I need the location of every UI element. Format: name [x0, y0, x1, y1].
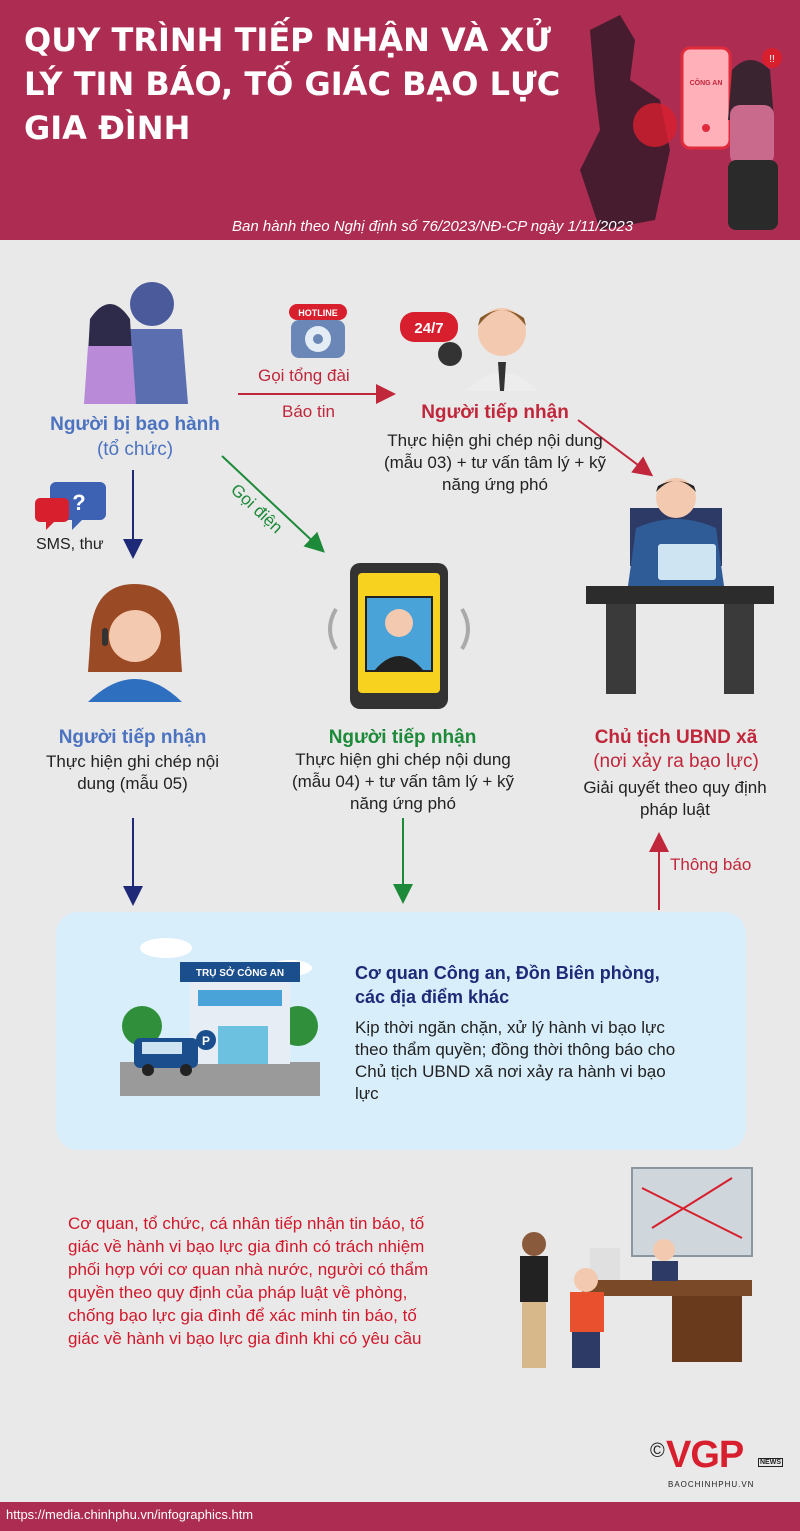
chairman-desk-illustration — [586, 478, 774, 694]
notify-arrow-label: Thông báo — [670, 855, 752, 874]
hotline-badge: HOTLINE — [298, 308, 338, 318]
sms-chat-icon: ? — [35, 482, 106, 530]
vgp-logo: © VGP NEWS BAOCHINHPHU.VN — [650, 1434, 783, 1496]
sms-label: SMS, thư — [36, 536, 104, 553]
police-desc: Kịp thời ngăn chặn, xử lý hành vi bạo lự… — [355, 1018, 676, 1103]
hotline-receiver-desc: Thực hiện ghi chép nội dung (mẫu 03) + t… — [383, 431, 607, 494]
victim-label: Người bị bạo hành — [50, 414, 220, 435]
header-banner: CÔNG AN !! QUY TRÌNH TIẾP NHẬN VÀ XỬ LÝ … — [0, 0, 800, 240]
header-illustration: CÔNG AN !! — [580, 15, 782, 230]
phone-screen-label: CÔNG AN — [690, 78, 723, 87]
chairman-sub-label: (nơi xảy ra bạo lực) — [593, 751, 759, 772]
parking-sign: P — [202, 1034, 210, 1048]
news-badge: NEWS — [758, 1458, 783, 1467]
hotline-arrow-label: Gọi tổng đài — [258, 366, 350, 385]
footer-bar — [0, 1502, 800, 1531]
footer-url: https://media.chinhphu.vn/infographics.h… — [6, 1507, 254, 1522]
police-station-illustration: TRỤ SỞ CÔNG AN P — [120, 938, 320, 1096]
page-subtitle: Ban hành theo Nghị định số 76/2023/NĐ-CP… — [232, 218, 634, 235]
chairman-desc: Giải quyết theo quy định pháp luật — [583, 778, 767, 819]
call-receiver-desc: Thực hiện ghi chép nội dung (mẫu 04) + t… — [291, 750, 515, 813]
call-receiver-phone-illustration — [328, 563, 470, 709]
sms-receiver-label: Người tiếp nhận — [58, 727, 207, 748]
arrow-to-chairman — [577, 419, 654, 477]
page-title: QUY TRÌNH TIẾP NHẬN VÀ XỬ LÝ TIN BÁO, TỐ… — [24, 21, 561, 147]
call-receiver-label: Người tiếp nhận — [328, 727, 477, 748]
hotline-receiver-label: Người tiếp nhận — [421, 402, 569, 423]
victim-sub-label: (tổ chức) — [96, 439, 174, 460]
vgp-brand: VGP — [666, 1434, 744, 1476]
hotline-phone-icon: HOTLINE — [289, 304, 347, 358]
site-name: BAOCHINHPHU.VN — [668, 1480, 755, 1489]
victim-illustration — [84, 282, 188, 404]
police-sign: TRỤ SỞ CÔNG AN — [196, 966, 284, 979]
sms-receiver-desc: Thực hiện ghi chép nội dung (mẫu 05) — [46, 752, 219, 793]
alert-icon: !! — [769, 54, 775, 65]
office-team-illustration — [520, 1167, 753, 1368]
coordination-note: Cơ quan, tổ chức, cá nhân tiếp nhận tin … — [68, 1214, 429, 1348]
hotline-receiver-illustration: 24/7 — [400, 308, 538, 391]
police-title: Cơ quan Công an, Đồn Biên phòng, các địa… — [355, 963, 660, 1007]
badge-247: 24/7 — [414, 320, 443, 337]
sms-receiver-illustration — [88, 584, 182, 702]
arrow-call — [221, 455, 325, 553]
svg-text:?: ? — [72, 490, 85, 515]
copyright-mark: © — [650, 1440, 665, 1462]
chairman-label: Chủ tịch UBND xã — [594, 727, 758, 748]
report-arrow-label: Báo tin — [282, 402, 335, 421]
